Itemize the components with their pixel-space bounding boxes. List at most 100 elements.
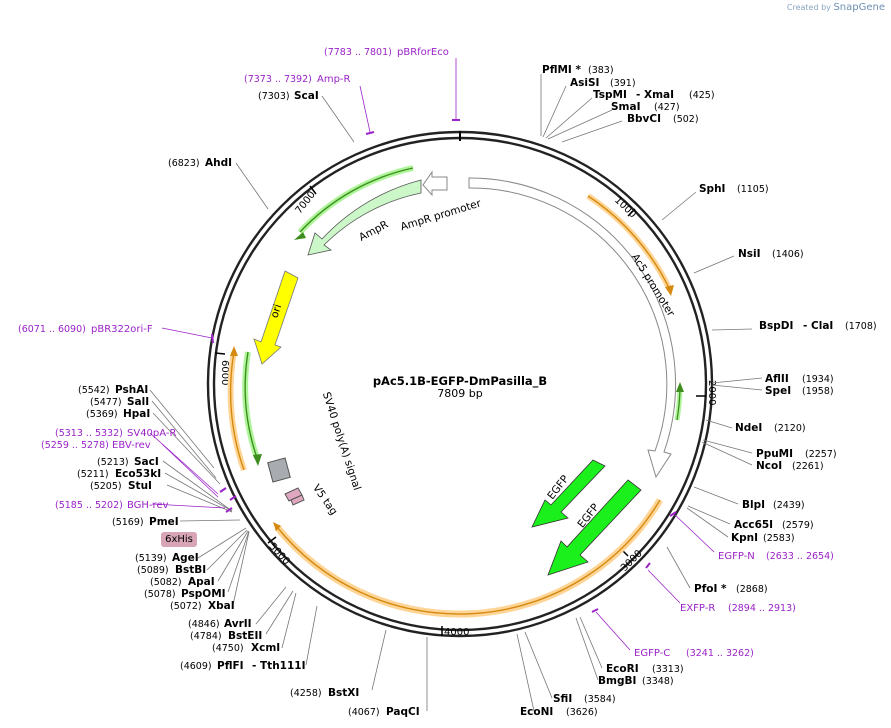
site-sali[interactable]: SalI — [127, 396, 149, 408]
site-asisi[interactable]: AsiSI — [570, 77, 599, 89]
tick-label-7000: 7000 — [294, 189, 318, 216]
site-ecori[interactable]: EcoRI — [606, 663, 639, 675]
site-xmai-pos: (425) — [689, 90, 715, 101]
site-sphi[interactable]: SphI — [699, 183, 725, 195]
sv40-orange — [227, 351, 247, 472]
small-green-head — [676, 382, 684, 392]
site-nsii[interactable]: NsiI — [738, 248, 761, 260]
primer-leaders — [149, 58, 715, 651]
site-bstxi-pos: (4258) — [290, 688, 322, 699]
primer-sv40pa[interactable]: SV40pA-R — [127, 428, 176, 439]
site-asisi-pos: (391) — [610, 78, 636, 89]
ac5-promoter-arrow[interactable] — [468, 177, 677, 479]
site-clai-pos: (1708) — [845, 321, 877, 332]
site-apai[interactable]: ApaI — [188, 576, 215, 588]
orange-arc-1000-head — [665, 285, 674, 296]
site-bsteii[interactable]: BstEII — [228, 630, 262, 642]
primer-bgh[interactable]: BGH-rev — [127, 500, 169, 511]
site-acc65i[interactable]: Acc65I — [734, 519, 773, 531]
site-nsii-pos: (1406) — [772, 249, 804, 260]
site-avrii-pos: (4846) — [188, 619, 220, 630]
site-clai[interactable]: - ClaI — [803, 320, 833, 332]
ampr-promoter-arrow[interactable] — [422, 170, 448, 197]
primer-ampr-pos: (7373 .. 7392) — [244, 74, 312, 85]
primer-ampr[interactable]: Amp-R — [317, 74, 351, 85]
site-econi[interactable]: EcoNI — [520, 706, 553, 718]
primer-ebv[interactable]: EBV-rev — [112, 440, 151, 451]
site-ndei[interactable]: NdeI — [735, 422, 762, 434]
ampr-arrow[interactable] — [307, 179, 422, 256]
site-agei[interactable]: AgeI — [172, 552, 199, 564]
primer-pbrforeco[interactable]: pBRforEco — [397, 47, 449, 58]
site-aflii[interactable]: AflII — [765, 373, 789, 385]
site-pflmi[interactable]: PflMI * — [542, 64, 581, 76]
sv40-orange-line — [229, 351, 245, 471]
sv40-box[interactable] — [267, 457, 291, 483]
primer-egfp-n-pos: (2633 .. 2654) — [766, 551, 834, 562]
site-tspmi[interactable]: TspMI — [593, 89, 627, 101]
site-pfoi[interactable]: PfoI * — [694, 583, 727, 595]
primer-sv40pa-pos: (5313 .. 5332) — [55, 428, 123, 439]
primer-exfp-r-pos: (2894 .. 2913) — [728, 603, 796, 614]
site-bbvci[interactable]: BbvCI — [627, 113, 661, 125]
site-bspdi[interactable]: BspDI — [759, 320, 793, 332]
egfp-arrow-2[interactable] — [547, 479, 642, 576]
site-pspomi[interactable]: PspOMI — [181, 588, 226, 600]
ampr-promoter-label: AmpR promoter — [399, 197, 483, 233]
site-saci[interactable]: SacI — [134, 456, 159, 468]
orange-arc-bottom-line — [276, 499, 661, 615]
site-tth111i[interactable]: - Tth111I — [252, 660, 306, 672]
egfp-arrow-1[interactable] — [531, 459, 606, 528]
site-smai[interactable]: SmaI — [611, 101, 641, 113]
site-pmei[interactable]: PmeI — [149, 516, 179, 528]
site-pflmi-pos: (383) — [588, 65, 614, 76]
site-scai[interactable]: ScaI — [294, 90, 319, 102]
site-stui[interactable]: StuI — [128, 480, 152, 492]
site-bsteii-pos: (4784) — [190, 631, 222, 642]
primer-ebv-pos: (5259 .. 5278) — [41, 440, 109, 451]
site-ahdi[interactable]: AhdI — [205, 157, 232, 169]
plasmid-size: 7809 bp — [437, 387, 482, 400]
tick-7000 — [309, 185, 317, 195]
primer-egfp-c[interactable]: EGFP-C — [634, 648, 670, 659]
tick-label-4000: 4000 — [444, 627, 469, 638]
site-agei-pos: (5139) — [135, 553, 167, 564]
site-blpi[interactable]: BlpI — [742, 499, 765, 511]
site-bstxi[interactable]: BstXI — [328, 687, 359, 699]
site-xmai[interactable]: - XmaI — [636, 89, 674, 101]
site-sfii-pos: (3584) — [584, 694, 616, 705]
tick-1000 — [627, 208, 636, 217]
orange-arc-1000-line — [587, 195, 671, 291]
site-xbai[interactable]: XbaI — [208, 600, 235, 612]
v5-label: V5 tag — [310, 482, 340, 517]
site-pflfi[interactable]: PflFI — [217, 660, 244, 672]
site-bstbi[interactable]: BstBI — [175, 564, 206, 576]
site-ppumi[interactable]: PpuMI — [756, 448, 793, 460]
site-bbvci-pos: (502) — [673, 114, 699, 125]
site-sfii[interactable]: SfiI — [553, 693, 572, 705]
site-kpni-pos: (2583) — [763, 533, 795, 544]
site-ncoi[interactable]: NcoI — [756, 460, 782, 472]
primer-egfp-n[interactable]: EGFP-N — [718, 551, 755, 562]
sv40-label: SV40 poly(A) signal — [320, 391, 363, 492]
site-paqci[interactable]: PaqCI — [386, 706, 420, 718]
site-xcmi-pos: (4750) — [212, 643, 244, 654]
ori-arrow[interactable] — [253, 270, 299, 365]
primer-exfp-r[interactable]: EXFP-R — [680, 603, 715, 614]
v5-tag-box2[interactable] — [290, 494, 305, 506]
site-hpai[interactable]: HpaI — [123, 408, 150, 420]
site-econi-pos: (3626) — [566, 707, 598, 718]
site-kpni[interactable]: KpnI — [731, 532, 758, 544]
site-avrii[interactable]: AvrII — [224, 618, 252, 630]
ampr-cds-head — [294, 232, 306, 240]
site-xcmi[interactable]: XcmI — [251, 642, 280, 654]
primer-pbr322ori[interactable]: pBR322ori-F — [91, 324, 153, 335]
site-ecori-pos: (3313) — [652, 664, 684, 675]
site-hpai-pos: (5369) — [86, 409, 118, 420]
site-bmgbi[interactable]: BmgBI — [598, 675, 636, 687]
site-eco53ki[interactable]: Eco53kI — [115, 468, 161, 480]
site-spei[interactable]: SpeI — [765, 385, 791, 397]
tick-5000 — [267, 536, 277, 544]
his-tag-badge[interactable]: 6xHis — [161, 532, 197, 547]
site-pshai[interactable]: PshAI — [115, 384, 148, 396]
